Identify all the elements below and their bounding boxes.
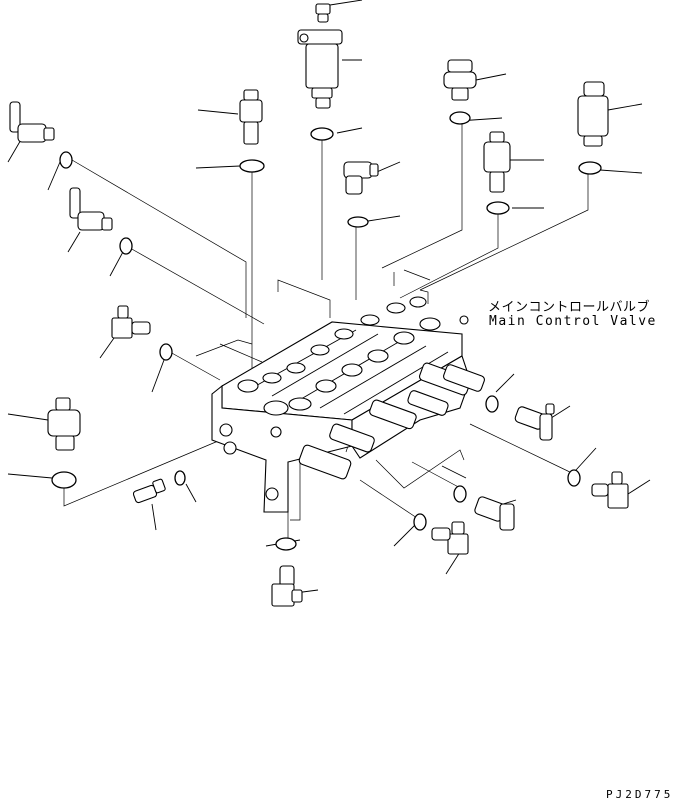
o-ring (174, 470, 186, 486)
o-ring (59, 151, 73, 169)
fittings (9, 3, 629, 607)
main-control-valve-label-english: Main Control Valve (489, 314, 657, 329)
plug-top (315, 3, 331, 23)
plug-right-top (443, 59, 477, 101)
square-fitting-far-right (591, 471, 629, 509)
elbow-far-right (514, 403, 555, 441)
o-rings (51, 111, 602, 551)
elbow-lower-right (431, 521, 469, 555)
o-ring (567, 469, 581, 487)
plug-small-lower (132, 478, 166, 504)
o-ring (51, 471, 77, 489)
square-fitting-left (111, 305, 151, 339)
o-ring (578, 161, 602, 175)
o-ring (485, 395, 499, 413)
main-control-valve-body (211, 296, 485, 513)
plug-lower-left (47, 397, 81, 451)
plug-center-left (239, 89, 263, 145)
plug-mid-right (483, 131, 511, 193)
elbow-right-bottom (474, 496, 515, 531)
elbow-top-left (9, 101, 55, 143)
o-ring (413, 513, 427, 531)
o-ring (239, 159, 265, 173)
o-ring (449, 111, 471, 125)
elbow-bottom (271, 565, 303, 607)
pressure-sensor-right (577, 81, 609, 147)
o-ring (486, 201, 510, 215)
o-ring (159, 343, 173, 361)
o-ring (310, 127, 334, 141)
o-ring (119, 237, 133, 255)
drawing-code: PJ2D775 (606, 788, 674, 801)
spool-ends (298, 362, 485, 480)
pressure-switch-top (297, 29, 343, 109)
o-ring (347, 216, 369, 228)
elbow-second-left (69, 187, 113, 231)
o-ring (453, 485, 467, 503)
elbow-center (343, 161, 379, 195)
o-ring (275, 537, 297, 551)
main-control-valve-label-japanese: メインコントロールバルブ (488, 300, 651, 315)
